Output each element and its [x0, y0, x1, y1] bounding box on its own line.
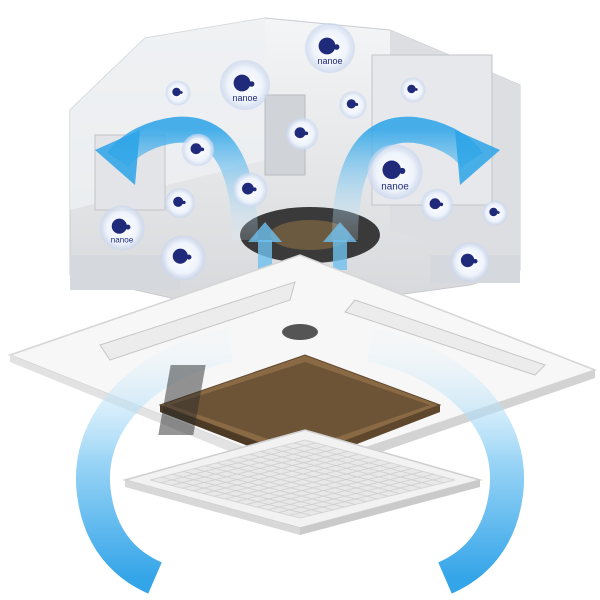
airflow-arrow-bottom-right	[366, 328, 524, 594]
nanoe-badge	[285, 117, 319, 151]
nanoe-badge: nanoe	[305, 23, 355, 73]
nanoe-badge-label: nanoe	[111, 235, 134, 244]
nanoe-badge: nanoe	[99, 205, 145, 251]
nanoe-badge	[420, 188, 454, 222]
nanoe-badge-label: nanoe	[232, 93, 257, 103]
nanoe-badge-label: nanoe	[317, 56, 342, 66]
nanoe-badge	[339, 91, 367, 119]
nanoe-badge-group: nanoe nanoe nanoe nanoe	[99, 23, 508, 282]
intake-grille	[122, 429, 483, 535]
nanoe-badge	[181, 133, 215, 167]
nanoe-badge	[232, 172, 268, 208]
nanoe-badge	[165, 80, 191, 106]
nanoe-badge	[165, 188, 195, 218]
airflow-arrow-right	[332, 116, 500, 241]
nanoe-badge	[160, 235, 206, 281]
nanoe-badge	[450, 242, 490, 282]
nanoe-badge: nanoe	[367, 144, 423, 200]
nanoe-badge: nanoe	[220, 60, 270, 110]
nanoe-badge	[482, 200, 508, 226]
airflow-arrow-up-center	[248, 222, 357, 270]
nanoe-badge	[400, 77, 426, 103]
nanoe-badge-label: nanoe	[381, 182, 409, 193]
